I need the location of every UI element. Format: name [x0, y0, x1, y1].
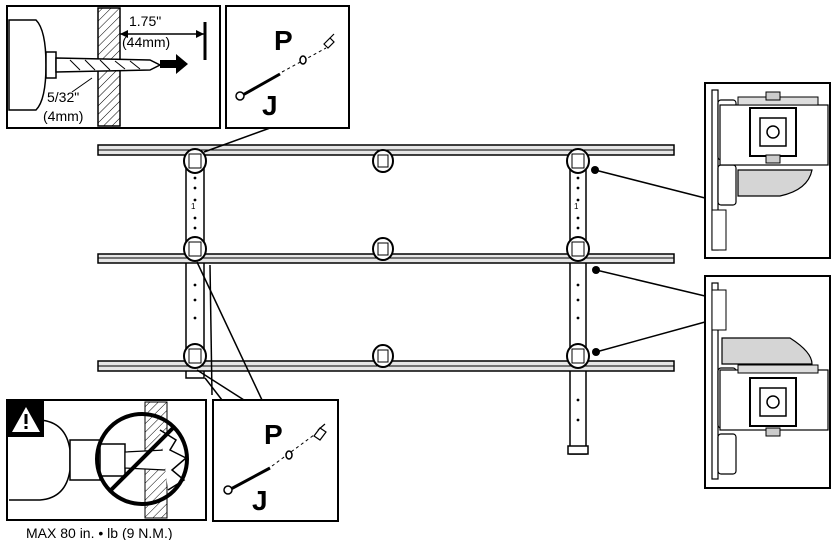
mount-point	[183, 343, 207, 369]
mounting-points	[183, 148, 590, 369]
part-j-label: J	[262, 90, 278, 121]
torque-limit-note: MAX 80 in. • lb (9 N.M.)	[26, 525, 173, 540]
anchor-icon	[313, 423, 327, 441]
prohibition-icon	[95, 412, 189, 506]
tv-bracket-shape	[721, 337, 813, 365]
mount-point	[183, 148, 207, 174]
mount-point	[566, 148, 590, 174]
lag-bolt-icon	[223, 466, 271, 495]
drill-depth-inset: 1.75" (44mm) 5/32" (4mm)	[6, 5, 221, 129]
mount-point	[372, 344, 394, 368]
mount-point	[372, 237, 394, 261]
part-p-label: P	[274, 25, 293, 56]
part-j-label: J	[252, 485, 268, 516]
svg-text:1: 1	[191, 202, 196, 211]
anchor-icon	[323, 33, 335, 49]
svg-text:1: 1	[574, 202, 579, 211]
mount-point	[372, 149, 394, 173]
mount-point	[566, 236, 590, 262]
washer-icon	[299, 55, 307, 65]
washer-icon	[285, 450, 293, 460]
lag-bolt-icon	[235, 72, 281, 101]
rail-profile-inset-upper	[704, 82, 831, 259]
hardware-inset-top: P J	[225, 5, 350, 129]
tv-bracket-shape	[737, 169, 813, 197]
mount-point	[183, 236, 207, 262]
leader-lines	[196, 127, 706, 401]
overtorque-warning-inset	[6, 399, 207, 521]
mount-point	[566, 343, 590, 369]
rail-profile-inset-lower	[704, 275, 831, 489]
bit-size-label: 5/32"	[47, 89, 79, 105]
bit-size-metric-label: (4mm)	[43, 108, 83, 124]
depth-metric-label: (44mm)	[122, 34, 170, 50]
hardware-inset-bottom: P J	[212, 399, 339, 522]
depth-label: 1.75"	[129, 13, 161, 29]
part-p-label: P	[264, 419, 283, 450]
